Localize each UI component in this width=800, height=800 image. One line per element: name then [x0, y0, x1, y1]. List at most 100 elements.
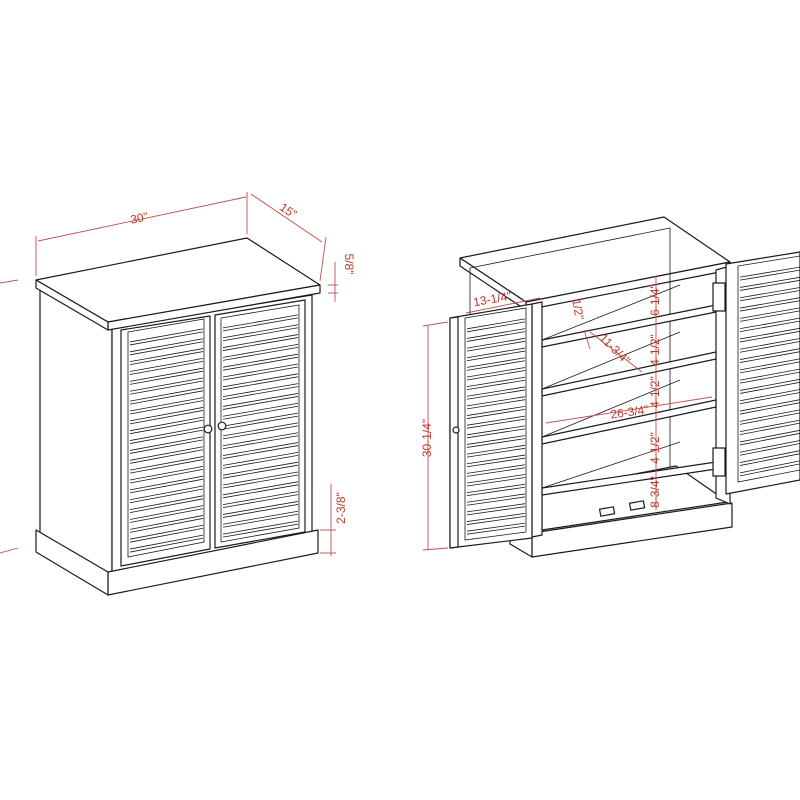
- label-gap-top: 6-1/4": [648, 284, 662, 316]
- louver-slat-shadow: [466, 477, 526, 487]
- louver-slat-shadow: [466, 516, 526, 525]
- louver-slat-shadow: [466, 370, 526, 381]
- louver-slat-shadow: [222, 464, 299, 479]
- open-right-door-louvers: [739, 266, 800, 477]
- louver-slat: [222, 324, 299, 339]
- shelf-back-edge: [541, 331, 681, 390]
- louver-slat-shadow: [129, 508, 204, 523]
- louver-slat-shadow: [739, 279, 800, 291]
- louver-slat-shadow: [739, 300, 800, 312]
- louver-slat: [222, 373, 299, 388]
- louver-slat-shadow: [466, 331, 526, 342]
- closed-door-louvers: [129, 314, 299, 553]
- open-left-door-inner: [464, 307, 527, 541]
- louver-slat-shadow: [222, 435, 299, 450]
- louver-slat-shadow: [466, 409, 526, 419]
- label-base-height: 2-3/8": [334, 492, 348, 524]
- open-left-side: [531, 301, 543, 538]
- louver-slat: [739, 307, 800, 319]
- louver-slat: [739, 358, 800, 371]
- louver-slat-shadow: [222, 327, 299, 342]
- louver-slat: [222, 451, 299, 466]
- louver-slat-shadow: [222, 396, 299, 410]
- louver-slat-shadow: [466, 506, 526, 516]
- louver-slat-shadow: [129, 518, 204, 533]
- louver-slat-shadow: [129, 439, 204, 454]
- louver-slat-shadow: [129, 390, 204, 405]
- louver-slat: [222, 520, 299, 535]
- closed-right-door: [214, 299, 306, 549]
- louver-slat-shadow: [739, 310, 800, 322]
- label-width: 30": [129, 209, 149, 226]
- louver-slat: [739, 440, 800, 453]
- louver-slat-shadow: [466, 447, 526, 458]
- louver-slat: [466, 386, 526, 397]
- louver-slat: [129, 407, 204, 422]
- louver-slat-shadow: [466, 438, 526, 448]
- louver-slat-shadow: [466, 379, 526, 391]
- hinge-lower: [712, 447, 726, 477]
- louver-slat-shadow: [739, 290, 800, 302]
- louver-slat: [739, 419, 800, 433]
- louver-slat-shadow: [466, 360, 526, 371]
- louver-slat: [466, 357, 526, 368]
- louver-slat-shadow: [129, 527, 204, 543]
- louver-slat: [129, 505, 204, 520]
- louver-slat-shadow: [739, 341, 800, 353]
- louver-slat-shadow: [466, 496, 526, 506]
- louver-slat: [222, 314, 299, 329]
- louver-slat: [222, 432, 299, 447]
- louver-slat: [466, 396, 526, 407]
- louver-slat: [739, 276, 800, 288]
- louver-slat-shadow: [222, 337, 299, 351]
- louver-slat: [129, 534, 204, 550]
- louver-slat-shadow: [466, 340, 526, 352]
- shoe-stopper-left: [598, 506, 616, 517]
- louver-slat-shadow: [129, 380, 204, 395]
- louver-slat: [222, 422, 299, 437]
- closed-base-side: [35, 529, 109, 596]
- louver-slat: [222, 471, 299, 486]
- louver-slat-shadow: [739, 330, 800, 343]
- closed-right-door-inner: [220, 304, 300, 543]
- louver-slat-shadow: [222, 425, 299, 440]
- louver-slat: [466, 435, 526, 445]
- open-dimension-lines: [422, 276, 713, 551]
- louver-slat-shadow: [739, 412, 800, 425]
- louver-slat: [222, 501, 299, 515]
- louver-slat-shadow: [222, 317, 299, 332]
- closed-top-side-edge: [35, 279, 109, 331]
- louver-slat: [129, 485, 204, 501]
- louver-slat-shadow: [129, 429, 204, 444]
- louver-slat-shadow: [129, 341, 204, 356]
- louver-slat-shadow: [222, 386, 299, 401]
- louver-slat: [222, 383, 299, 398]
- louver-slat-shadow: [739, 381, 800, 394]
- louver-slat: [739, 389, 800, 402]
- louver-slat-shadow: [129, 351, 204, 366]
- louver-slat-shadow: [739, 392, 800, 405]
- louver-slat-shadow: [222, 454, 299, 469]
- louver-slat: [222, 393, 299, 407]
- louver-slat: [466, 513, 526, 522]
- open-shelves: [541, 284, 717, 496]
- louver-slat-shadow: [222, 523, 299, 538]
- louver-slat-shadow: [222, 405, 299, 420]
- louver-slat: [129, 387, 204, 402]
- louver-slat-shadow: [222, 415, 299, 430]
- label-door-width: 13-1/4": [472, 289, 512, 309]
- louver-slat-shadow: [129, 459, 204, 474]
- closed-dimension-lines: [0, 192, 338, 556]
- louver-slat: [739, 429, 800, 443]
- closed-left-door: [120, 315, 211, 567]
- louver-slat-shadow: [739, 361, 800, 374]
- louver-slat: [129, 446, 204, 461]
- open-cabinet: [449, 216, 800, 558]
- closed-left-knob: [203, 424, 213, 434]
- louver-slat: [739, 348, 800, 360]
- label-door-height: 30-1/4": [420, 419, 434, 457]
- louver-slat: [739, 317, 800, 330]
- louver-slat-shadow: [129, 400, 204, 415]
- open-door-knob: [452, 426, 460, 434]
